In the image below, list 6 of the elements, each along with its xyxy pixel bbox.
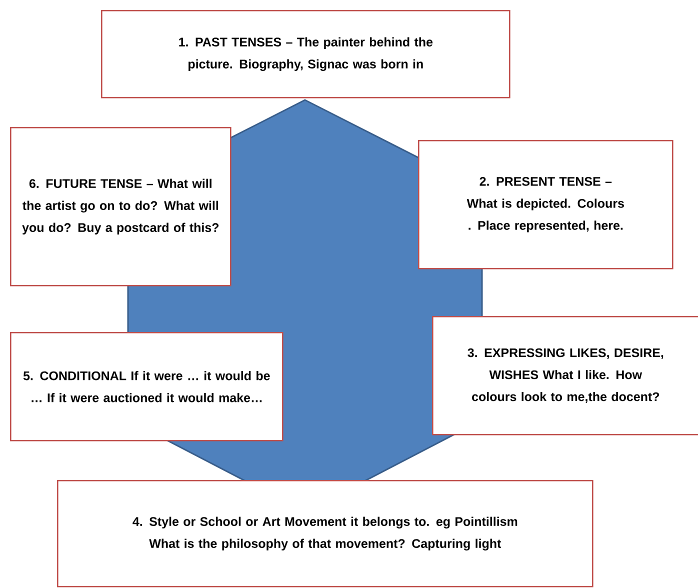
text-box: 4. Style or School or Art Movement it belongs to. eg Pointillism What is the philosophy of that movement? Capturing light (57, 480, 594, 588)
text-box: 5. CONDITIONAL If it were … it would be … If it were auctioned it would make… (10, 332, 284, 442)
text-box: 1. PAST TENSES – The painter behind the picture. Biography, Signac was born in (101, 10, 510, 98)
text-box: 2. PRESENT TENSE – What is depicted. Colours . Place represented, here. (418, 140, 674, 270)
text-box: 3. EXPRESSING LIKES, DESIRE, WISHES What I like. How colours look to me,the docent? (432, 316, 698, 436)
text-box: 6. FUTURE TENSE – What will the artist go on to do? What will you do? Buy a postcard of this? (10, 127, 232, 286)
